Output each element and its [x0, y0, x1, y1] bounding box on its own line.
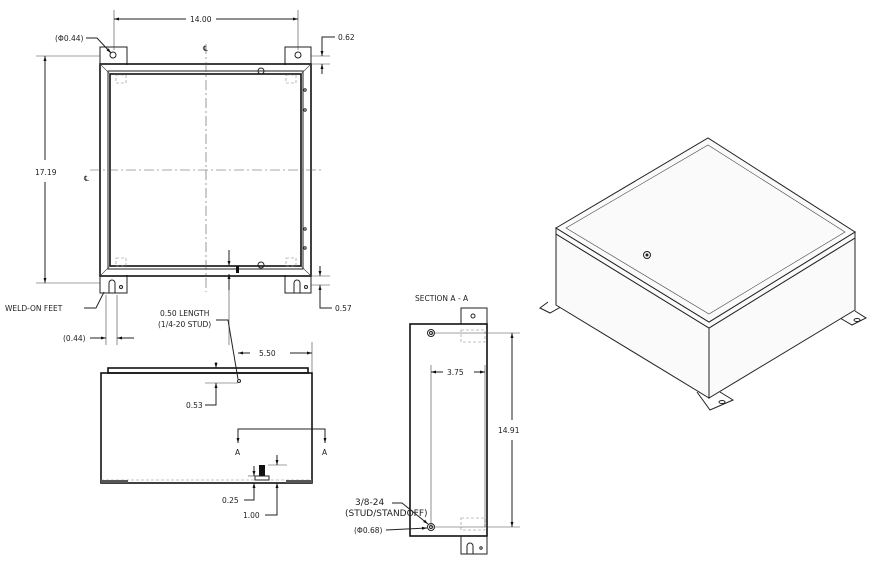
isometric-view — [539, 137, 868, 411]
enclosure-body — [100, 372, 313, 484]
standoff-label: (STUD/STANDOFF) — [345, 509, 428, 519]
stud-offset-dimension: 5.50 — [259, 349, 276, 358]
foot-tab — [99, 275, 128, 294]
section-width-dimension: 3.75 — [447, 368, 464, 377]
foot-tab — [539, 301, 567, 314]
section-view: SECTION A - A 3.75 14.91 3/8-24 (STUD/ST… — [345, 294, 520, 555]
section-title: SECTION A - A — [415, 294, 469, 303]
foot-offset-dimension: (0.44) — [63, 334, 86, 343]
centerline-symbol: ℄ — [203, 44, 208, 53]
stud-height-dimension: 0.53 — [186, 401, 203, 410]
centerline-symbol: ℄ — [84, 174, 89, 183]
stud-label: (1/4-20 STUD) — [158, 320, 211, 329]
top-view: ℄ ℄ 14.00 17.19 (Φ0.44) 0.62 0.57 WELD-O… — [5, 10, 355, 345]
ground-dimension: 1.00 — [243, 511, 260, 520]
section-marker: A — [235, 448, 241, 457]
stud-label: 0.50 LENGTH — [160, 309, 209, 318]
hole-diameter-label: (Φ0.44) — [55, 34, 84, 43]
tab-bottom-dimension: 0.57 — [335, 304, 352, 313]
height-dimension: 17.19 — [35, 168, 57, 177]
section-marker: A — [322, 448, 328, 457]
weld-on-feet-label: WELD-ON FEET — [5, 304, 63, 313]
width-dimension: 14.00 — [190, 15, 212, 24]
standoff-diameter-label: (Φ0.68) — [354, 526, 383, 535]
section-outline — [409, 323, 488, 537]
foot-tab — [284, 275, 312, 294]
tab-top-dimension: 0.62 — [338, 33, 355, 42]
ground-dimension: 0.25 — [222, 496, 239, 505]
foot-tab — [99, 46, 128, 65]
standoff-label: 3/8-24 — [355, 498, 384, 508]
foot-tab — [696, 391, 735, 411]
front-view: 0.50 LENGTH (1/4-20 STUD) 5.50 0.53 A A … — [100, 309, 328, 520]
section-height-dimension: 14.91 — [498, 426, 520, 435]
